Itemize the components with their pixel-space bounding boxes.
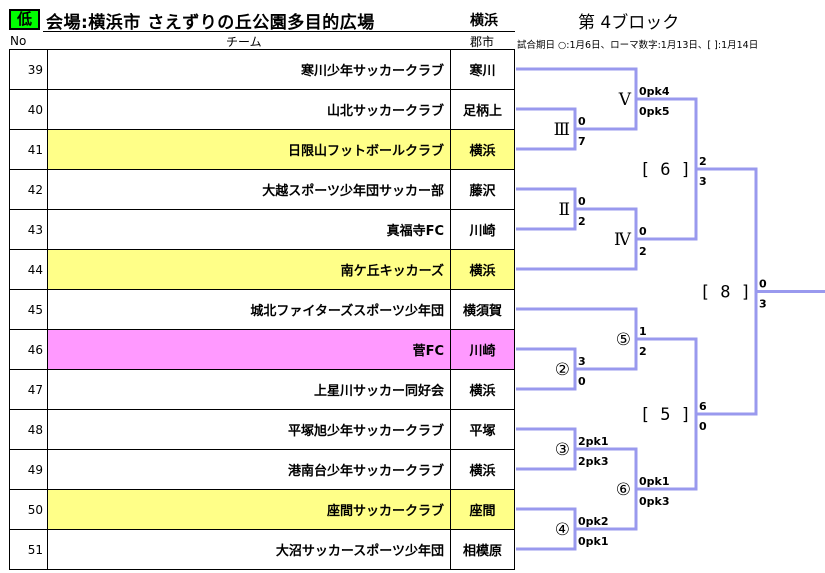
score-top: 2pk1 [578, 435, 609, 448]
column-header-no: No [10, 34, 27, 48]
team-number: 43 [9, 209, 48, 250]
score-top: 0 [639, 225, 647, 238]
score-bottom: 2 [639, 245, 647, 258]
team-name: 山北サッカークラブ [47, 89, 451, 130]
team-city: 相模原 [450, 529, 515, 570]
team-city: 足柄上 [450, 89, 515, 130]
score-top: 0pk4 [639, 85, 670, 98]
team-name: 南ケ丘キッカーズ [47, 249, 451, 290]
score-top: 6 [699, 400, 707, 413]
match-label: [ 6 ] [640, 160, 691, 180]
score-bottom: 2 [639, 345, 647, 358]
score-top: 1 [639, 325, 647, 338]
score-top: 0pk2 [578, 515, 609, 528]
score-bottom: 2 [578, 215, 586, 228]
schedule-note: 試合期日 ○:1月6日、ローマ数字:1月13日、[ ]:1月14日 [517, 40, 759, 51]
venue-city: 横浜 [470, 13, 498, 29]
team-number: 40 [9, 89, 48, 130]
team-city: 座間 [450, 489, 515, 530]
team-name: 大沼サッカースポーツ少年団 [47, 529, 451, 570]
venue-title: 会場:横浜市 さえずりの丘公園多目的広場 [46, 13, 375, 33]
team-number: 50 [9, 489, 48, 530]
match-label: Ⅳ [614, 230, 632, 250]
block-title: 第 4ブロック [578, 13, 680, 33]
score-bottom: 0pk5 [639, 105, 670, 118]
match-label: ③ [555, 440, 570, 460]
team-name: 寒川少年サッカークラブ [47, 49, 451, 90]
team-name: 真福寺FC [47, 209, 451, 250]
match-label: ⑤ [616, 330, 631, 350]
score-top: 0 [578, 195, 586, 208]
category-badge: 低 [9, 9, 40, 30]
team-city: 横須賀 [450, 289, 515, 330]
team-name: 平塚旭少年サッカークラブ [47, 409, 451, 450]
team-number: 42 [9, 169, 48, 210]
score-bottom: 2pk3 [578, 455, 609, 468]
column-header-city: 郡市 [470, 35, 495, 49]
match-label: ⑥ [616, 480, 631, 500]
match-label: Ⅲ [554, 120, 570, 140]
team-name: 日限山フットボールクラブ [47, 129, 451, 170]
score-top: 0 [759, 278, 767, 291]
score-bottom: 7 [578, 135, 586, 148]
team-name: 座間サッカークラブ [47, 489, 451, 530]
team-number: 46 [9, 329, 48, 370]
match-label: [ 5 ] [640, 405, 691, 425]
score-bottom: 0pk1 [578, 535, 609, 548]
team-city: 平塚 [450, 409, 515, 450]
team-name: 大越スポーツ少年団サッカー部 [47, 169, 451, 210]
score-bottom: 0 [699, 420, 707, 433]
team-number: 45 [9, 289, 48, 330]
match-label: [ 8 ] [700, 283, 751, 303]
match-label: V [618, 90, 632, 110]
team-city: 藤沢 [450, 169, 515, 210]
team-name: 港南台少年サッカークラブ [47, 449, 451, 490]
team-number: 39 [9, 49, 48, 90]
match-label: Ⅱ [558, 200, 570, 220]
team-city: 川崎 [450, 209, 515, 250]
score-top: 3 [578, 355, 586, 368]
match-label: ② [555, 360, 570, 380]
team-city: 横浜 [450, 249, 515, 290]
score-top: 0 [578, 115, 586, 128]
team-city: 川崎 [450, 329, 515, 370]
score-bottom: 0 [578, 375, 586, 388]
score-bottom: 0pk3 [639, 495, 670, 508]
team-city: 寒川 [450, 49, 515, 90]
title-underline [43, 31, 515, 32]
match-label: ④ [555, 520, 570, 540]
score-top: 2 [699, 155, 707, 168]
column-header-team: チーム [226, 35, 262, 49]
team-city: 横浜 [450, 449, 515, 490]
score-bottom: 3 [759, 298, 767, 311]
score-bottom: 3 [699, 175, 707, 188]
score-top: 0pk1 [639, 475, 670, 488]
